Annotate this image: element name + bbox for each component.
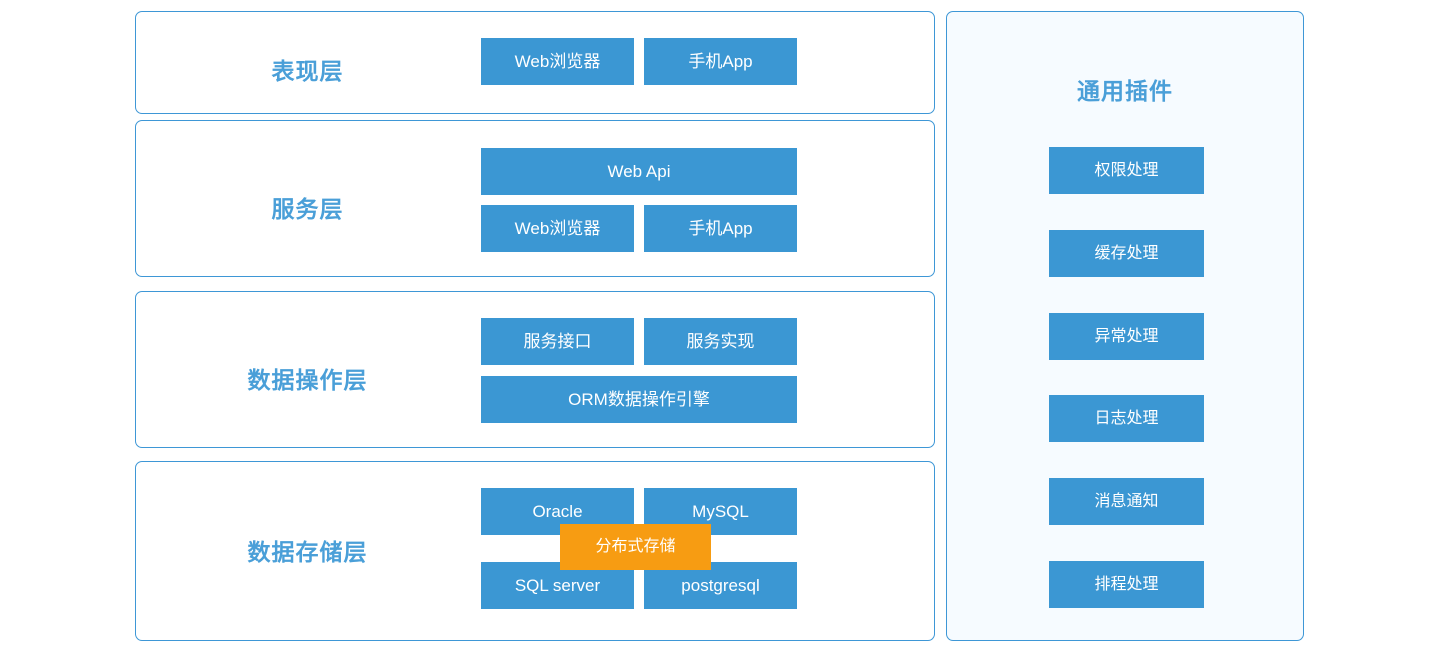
plugin-box-permission[interactable]: 权限处理 [1049, 147, 1204, 194]
layer-label: 服务层 [271, 196, 344, 222]
layer-label: 表现层 [271, 58, 344, 84]
plugin-box-cache[interactable]: 缓存处理 [1049, 230, 1204, 277]
component-box-mobile-app[interactable]: 手机App [644, 205, 797, 252]
plugin-box-logging[interactable]: 日志处理 [1049, 395, 1204, 442]
layer-panel [135, 291, 935, 448]
component-box-web-api[interactable]: Web Api [481, 148, 797, 195]
component-box-web-browser[interactable]: Web浏览器 [481, 205, 634, 252]
layer-label: 数据存储层 [247, 539, 368, 565]
component-box-service-impl[interactable]: 服务实现 [644, 318, 797, 365]
plugin-box-notification[interactable]: 消息通知 [1049, 478, 1204, 525]
plugin-box-exception[interactable]: 异常处理 [1049, 313, 1204, 360]
component-box-mobile-app[interactable]: 手机App [644, 38, 797, 85]
plugin-panel-title: 通用插件 [1077, 78, 1173, 104]
component-box-service-interface[interactable]: 服务接口 [481, 318, 634, 365]
layer-label: 数据操作层 [247, 367, 368, 393]
component-box-orm-engine[interactable]: ORM数据操作引擎 [481, 376, 797, 423]
plugin-panel: 通用插件 权限处理缓存处理异常处理日志处理消息通知排程处理 [946, 11, 1304, 641]
component-box-web-browser[interactable]: Web浏览器 [481, 38, 634, 85]
plugin-box-scheduling[interactable]: 排程处理 [1049, 561, 1204, 608]
component-box-distributed-storage[interactable]: 分布式存储 [560, 524, 711, 570]
